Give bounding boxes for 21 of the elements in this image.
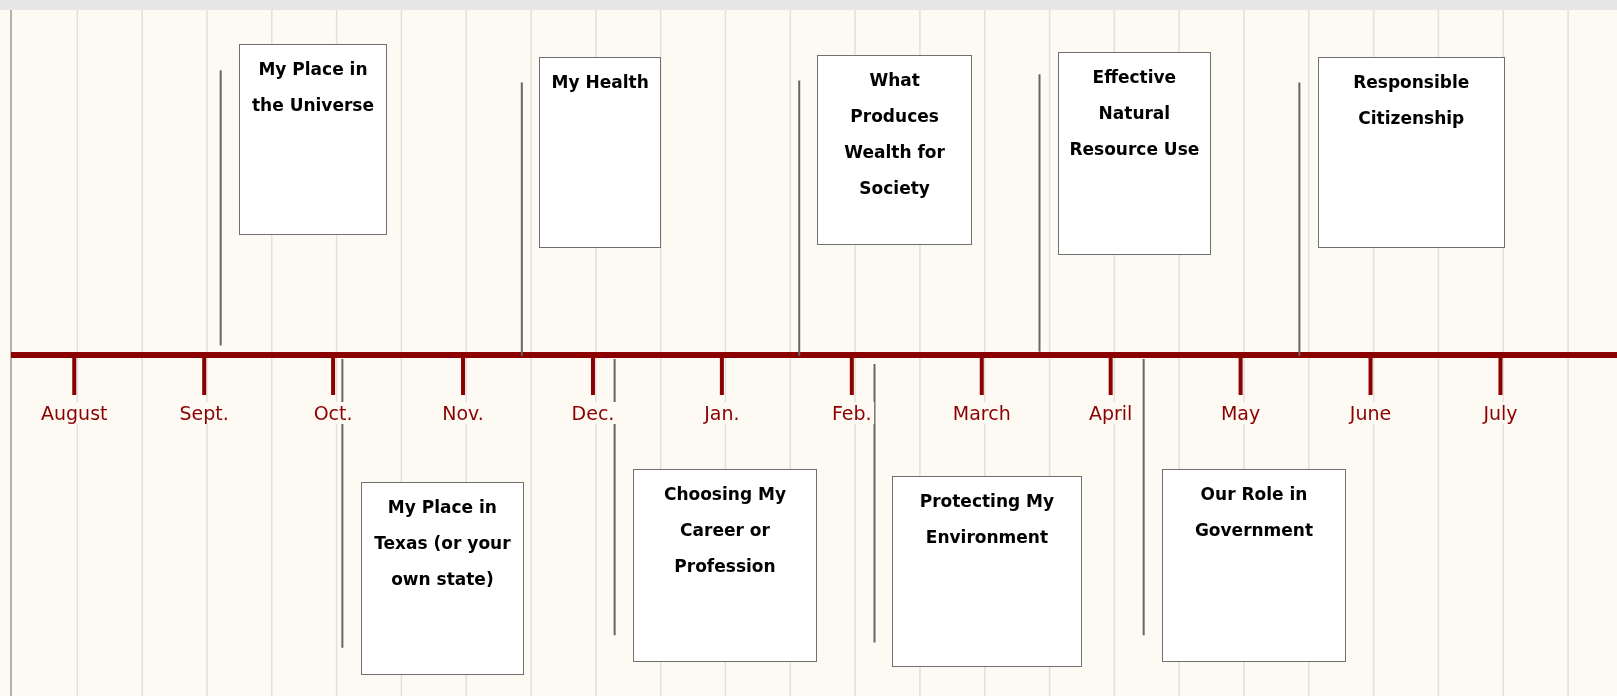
event-card <box>1317 56 1505 248</box>
event-card <box>539 56 662 248</box>
event-title: My Health <box>550 70 650 94</box>
month-label: July <box>1481 402 1520 424</box>
month-label: June <box>1347 402 1394 424</box>
event-card <box>892 476 1082 668</box>
event-card <box>360 481 524 676</box>
event-title: Protecting My Environment <box>918 490 1056 550</box>
event-card <box>816 54 973 246</box>
event-title: What Produces Wealth for Society <box>843 68 946 200</box>
month-label: August <box>39 402 110 424</box>
event-card <box>1162 469 1346 663</box>
event-title: My Place in the Universe <box>250 58 375 118</box>
event-title: Effective Natural Resource Use <box>1068 65 1201 161</box>
event-title: Our Role in Government <box>1193 483 1315 543</box>
event-title: My Place in Texas (or your own state) <box>373 495 512 591</box>
event-title: Choosing My Career or Profession <box>662 483 787 579</box>
event-title: Responsible Citizenship <box>1352 70 1471 130</box>
event-card <box>633 469 817 663</box>
event-card <box>1058 51 1211 255</box>
event-card <box>239 44 387 236</box>
